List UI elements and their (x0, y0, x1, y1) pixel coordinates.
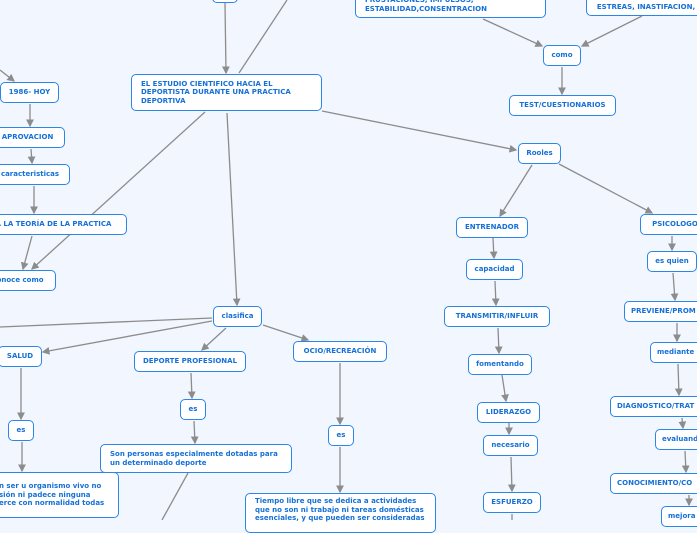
node-frustaciones[interactable]: FRUSTACIONES, IMPULSOS, ESTABILIDAD,CONS… (355, 0, 546, 18)
node-diagnostico[interactable]: DIAGNOSTICO/TRAT (610, 396, 697, 417)
node-necesario[interactable]: necesario (483, 435, 538, 456)
node-mediante[interactable]: mediante (650, 342, 697, 363)
node-1986-hoy[interactable]: 1986- HOY (0, 82, 59, 103)
node-personas-dotadas[interactable]: Son personas especialmente dotadas para … (100, 444, 292, 473)
node-fomentando[interactable]: fomentando (468, 354, 532, 375)
node-capacidad[interactable]: capacidad (466, 259, 523, 280)
node-aprovacion[interactable]: APROVACION (0, 127, 65, 148)
node-es-salud[interactable]: es (8, 420, 34, 441)
node-main-topic[interactable]: EL ESTUDIO CIENTIFICO HACIA EL DEPORTIST… (131, 74, 322, 111)
node-estreas[interactable]: ESTREAS, INASTIFACION, (586, 0, 697, 16)
node-tiempo-libre[interactable]: Tiempo libre que se dedica a actividades… (245, 493, 436, 533)
node-rooles[interactable]: Rooles (518, 143, 561, 164)
node-salud[interactable]: SALUD (0, 346, 42, 367)
node-conoce-como[interactable]: conoce como (0, 270, 56, 291)
node-es-deporte[interactable]: es (180, 399, 206, 420)
node-test-cuestionarios[interactable]: TEST/CUESTIONARIOS (509, 95, 616, 116)
node-psicologo[interactable]: PSICOLOGO (640, 214, 697, 235)
node-como[interactable]: como (543, 45, 581, 66)
node-es-ocio[interactable]: es (328, 425, 354, 446)
node-salud-definicion[interactable]: n ser u organismo vivo no sión ni padece… (0, 472, 119, 518)
node-entrenador[interactable]: ENTRENADOR (456, 217, 528, 238)
node-top[interactable] (212, 0, 238, 3)
node-evaluando[interactable]: evaluand (655, 429, 697, 450)
node-previene[interactable]: PREVIENE/PROM (624, 301, 697, 322)
node-clasifica[interactable]: clasifica (213, 306, 262, 327)
node-deporte-profesional[interactable]: DEPORTE PROFESIONAL (134, 351, 246, 372)
node-liderazgo[interactable]: LIDERAZGO (477, 402, 540, 423)
connector-lines (0, 0, 693, 520)
node-conocimiento[interactable]: CONOCIMIENTO/CO (610, 473, 697, 494)
node-caracteristicas[interactable]: caracteristicas (0, 164, 70, 185)
node-ocio-recreacion[interactable]: OCIO/RECREACIÓN (293, 341, 387, 362)
node-es-quien[interactable]: es quien (647, 251, 697, 272)
node-esfuerzo[interactable]: ESFUERZO (483, 492, 541, 513)
node-mejora[interactable]: mejora (661, 506, 697, 527)
node-transmitir-influir[interactable]: TRANSMITIR/INFLUIR (444, 306, 550, 327)
node-teoria-practica[interactable]: A LA TEORÍA DE LA PRACTICA (0, 214, 127, 235)
